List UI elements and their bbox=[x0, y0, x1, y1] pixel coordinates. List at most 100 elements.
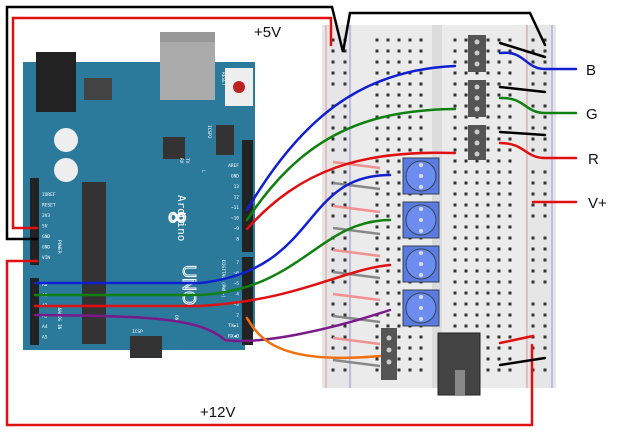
breadboard-hole bbox=[375, 214, 379, 218]
wire-orange bbox=[245, 316, 382, 360]
breadboard-hole bbox=[453, 170, 457, 174]
jumper-link bbox=[332, 336, 381, 346]
breadboard-hole bbox=[464, 115, 468, 119]
breadboard-hole bbox=[343, 104, 347, 108]
capacitor bbox=[54, 128, 78, 152]
breadboard-hole bbox=[464, 126, 468, 130]
breadboard-hole bbox=[386, 269, 390, 273]
breadboard-hole bbox=[543, 269, 547, 273]
reset-button-cap[interactable] bbox=[233, 81, 245, 93]
power-pin-label: GND bbox=[42, 245, 50, 251]
power-pin-label: VIN bbox=[42, 255, 50, 261]
digital-pin-label: ~5 bbox=[234, 281, 240, 287]
power-header bbox=[30, 178, 39, 265]
breadboard-hole bbox=[453, 137, 457, 141]
breadboard-hole bbox=[486, 104, 490, 108]
breadboard-hole bbox=[508, 38, 512, 42]
breadboard-hole bbox=[543, 346, 547, 350]
breadboard-hole bbox=[497, 313, 501, 317]
wire-blue-a bbox=[33, 173, 392, 285]
breadboard-hole bbox=[497, 159, 501, 163]
breadboard-hole bbox=[497, 214, 501, 218]
digital-pin-label: RX◀0 bbox=[228, 334, 239, 340]
breadboard-hole bbox=[331, 247, 335, 251]
breadboard-hole bbox=[543, 214, 547, 218]
breadboard-hole bbox=[386, 324, 390, 328]
breadboard-hole bbox=[397, 236, 401, 240]
breadboard-hole bbox=[497, 302, 501, 306]
breadboard-hole bbox=[331, 137, 335, 141]
breadboard-hole bbox=[497, 181, 501, 185]
digital-pin-label: TX▶1 bbox=[228, 323, 239, 329]
breadboard-hole bbox=[343, 214, 347, 218]
breadboard-hole bbox=[531, 60, 535, 64]
digital-pin-label: 13 bbox=[234, 184, 240, 190]
breadboard-hole bbox=[531, 192, 535, 196]
breadboard-hole bbox=[543, 203, 547, 207]
breadboard-hole bbox=[543, 170, 547, 174]
breadboard-hole bbox=[343, 247, 347, 251]
breadboard-hole bbox=[508, 49, 512, 53]
breadboard-hole bbox=[343, 324, 347, 328]
breadboard-hole bbox=[497, 71, 501, 75]
breadboard-hole bbox=[475, 236, 479, 240]
breadboard-hole bbox=[475, 313, 479, 317]
breadboard-hole bbox=[397, 291, 401, 295]
breadboard-hole bbox=[397, 82, 401, 86]
capacitor bbox=[54, 158, 78, 182]
label-5v: +5V bbox=[254, 24, 281, 41]
breadboard-hole bbox=[475, 280, 479, 284]
breadboard-hole bbox=[508, 291, 512, 295]
breadboard-hole bbox=[464, 236, 468, 240]
wire-gnd bbox=[5, 5, 547, 241]
breadboard-hole bbox=[453, 60, 457, 64]
breadboard-hole bbox=[543, 126, 547, 130]
breadboard-hole bbox=[386, 126, 390, 130]
breadboard-hole bbox=[497, 148, 501, 152]
jumper-link bbox=[332, 314, 381, 324]
breadboard-hole bbox=[386, 225, 390, 229]
breadboard-hole bbox=[419, 368, 423, 372]
breadboard-hole bbox=[331, 38, 335, 42]
breadboard-hole bbox=[486, 126, 490, 130]
breadboard-hole bbox=[497, 247, 501, 251]
breadboard-hole bbox=[475, 203, 479, 207]
breadboard-hole bbox=[486, 181, 490, 185]
breadboard-hole bbox=[464, 159, 468, 163]
breadboard-hole bbox=[375, 291, 379, 295]
analog-pin-label: A0 bbox=[42, 282, 48, 288]
breadboard-hole bbox=[375, 49, 379, 53]
breadboard-hole bbox=[508, 115, 512, 119]
chip bbox=[163, 137, 185, 159]
breadboard-hole bbox=[419, 93, 423, 97]
breadboard-hole bbox=[386, 181, 390, 185]
breadboard-hole bbox=[386, 247, 390, 251]
breadboard-hole bbox=[543, 247, 547, 251]
breadboard-hole bbox=[343, 137, 347, 141]
breadboard-hole bbox=[486, 137, 490, 141]
breadboard-hole bbox=[475, 269, 479, 273]
breadboard-hole bbox=[497, 170, 501, 174]
breadboard-hole bbox=[408, 93, 412, 97]
breadboard-hole bbox=[453, 192, 457, 196]
breadboard-hole bbox=[408, 126, 412, 130]
breadboard-hole bbox=[531, 269, 535, 273]
label-r: R bbox=[588, 151, 599, 168]
usb-port bbox=[160, 32, 215, 100]
breadboard-hole bbox=[397, 313, 401, 317]
digital-pin-label: ~9 bbox=[234, 226, 240, 232]
breadboard-hole bbox=[331, 126, 335, 130]
breadboard-hole bbox=[386, 60, 390, 64]
breadboard-hole bbox=[508, 302, 512, 306]
wires bbox=[5, 5, 578, 427]
breadboard-hole bbox=[475, 71, 479, 75]
arduino-model: UNO bbox=[179, 265, 199, 305]
voltage-regulator bbox=[84, 78, 112, 100]
wire-black-b bbox=[498, 41, 547, 59]
breadboard-hole bbox=[453, 82, 457, 86]
label-g: G bbox=[586, 106, 598, 123]
breadboard-hole bbox=[419, 126, 423, 130]
breadboard-hole bbox=[531, 126, 535, 130]
connector-pin bbox=[474, 61, 480, 67]
breadboard-hole bbox=[497, 236, 501, 240]
